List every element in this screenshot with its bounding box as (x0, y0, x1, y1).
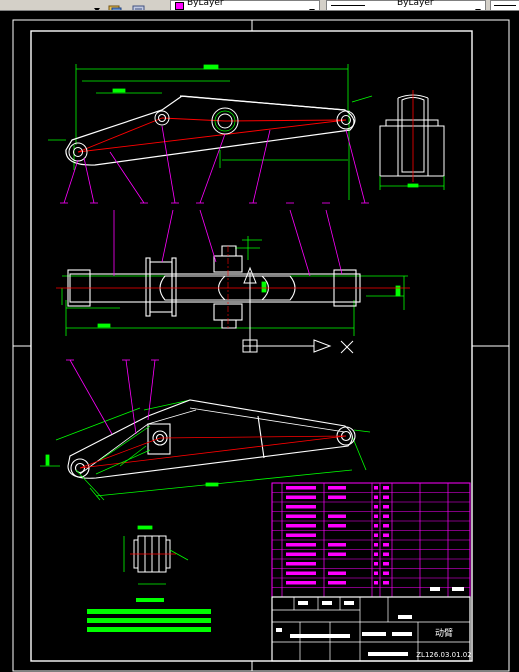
boom-elevation-view (48, 64, 373, 204)
bom-cell-mark (286, 505, 316, 509)
bom-cell-mark (374, 514, 378, 518)
layer-states-icon[interactable] (108, 0, 122, 10)
bom-cell-mark (286, 524, 316, 528)
boom-plan-view (56, 209, 410, 354)
properties-toolbar: ByLayer ByLayer (0, 0, 519, 11)
bom-cell-mark (328, 514, 346, 518)
bom-cell-mark (374, 552, 378, 556)
bom-cell-mark (286, 562, 316, 566)
bom-cell-mark (286, 571, 316, 575)
lineweight-control[interactable] (490, 0, 519, 10)
bom-cell-mark (374, 581, 378, 585)
linetype-control[interactable]: ByLayer (326, 0, 486, 10)
bom-cell-mark (383, 495, 389, 499)
lineweight-preview-icon (494, 5, 516, 6)
bom-cell-mark (286, 514, 316, 518)
color-control[interactable]: ByLayer (170, 0, 320, 10)
bom-cell-mark (328, 486, 346, 490)
color-swatch-icon (175, 2, 184, 10)
drawing-canvas[interactable]: 动臂 ZL126.03.01.02 (0, 11, 519, 672)
drawing-number: ZL126.03.01.02 (416, 651, 471, 659)
dropdown-arrow-icon[interactable] (92, 0, 102, 10)
chevron-down-icon[interactable] (307, 1, 317, 10)
bom-cell-mark (286, 495, 316, 499)
bom-cell-mark (374, 533, 378, 537)
bom-cell-mark (374, 562, 378, 566)
bill-of-materials (271, 482, 471, 598)
bom-cell-mark (374, 505, 378, 509)
bom-cell-mark (328, 524, 346, 528)
chevron-down-icon[interactable] (473, 1, 483, 10)
bom-cell-mark (374, 495, 378, 499)
bom-cell-mark (383, 581, 389, 585)
technical-notes (87, 598, 211, 632)
bom-cell-mark (286, 552, 316, 556)
bom-cell-mark (383, 562, 389, 566)
bushing-detail-view (123, 525, 189, 585)
bom-cell-mark (383, 543, 389, 547)
bom-cell-mark (383, 524, 389, 528)
bom-cell-mark (383, 505, 389, 509)
bom-cell-mark (328, 543, 346, 547)
color-value: ByLayer (187, 0, 224, 8)
title-block: 动臂 ZL126.03.01.02 (271, 587, 472, 662)
bom-cell-mark (328, 581, 346, 585)
bom-cell-mark (286, 543, 316, 547)
bom-cell-mark (328, 495, 346, 499)
bom-cell-mark (286, 581, 316, 585)
layer-previous-icon[interactable] (132, 0, 146, 10)
bom-cell-mark (286, 486, 316, 490)
bom-cell-mark (383, 552, 389, 556)
bom-cell-mark (328, 552, 346, 556)
bom-cell-mark (374, 486, 378, 490)
bom-cell-mark (374, 543, 378, 547)
bom-cell-mark (374, 571, 378, 575)
bom-cell-mark (286, 533, 316, 537)
bom-cell-mark (383, 533, 389, 537)
linetype-preview-icon (331, 5, 365, 6)
ucs-icon (242, 266, 354, 354)
bom-cell-mark (328, 571, 346, 575)
boom-section-view (40, 359, 371, 501)
bom-cell-mark (383, 514, 389, 518)
linetype-value: ByLayer (397, 0, 434, 8)
boss-side-view (379, 90, 445, 190)
bom-cell-mark (383, 486, 389, 490)
drawing-name: 动臂 (435, 627, 453, 639)
bom-cell-mark (383, 571, 389, 575)
bom-cell-mark (374, 524, 378, 528)
sheet-frame (12, 19, 510, 672)
